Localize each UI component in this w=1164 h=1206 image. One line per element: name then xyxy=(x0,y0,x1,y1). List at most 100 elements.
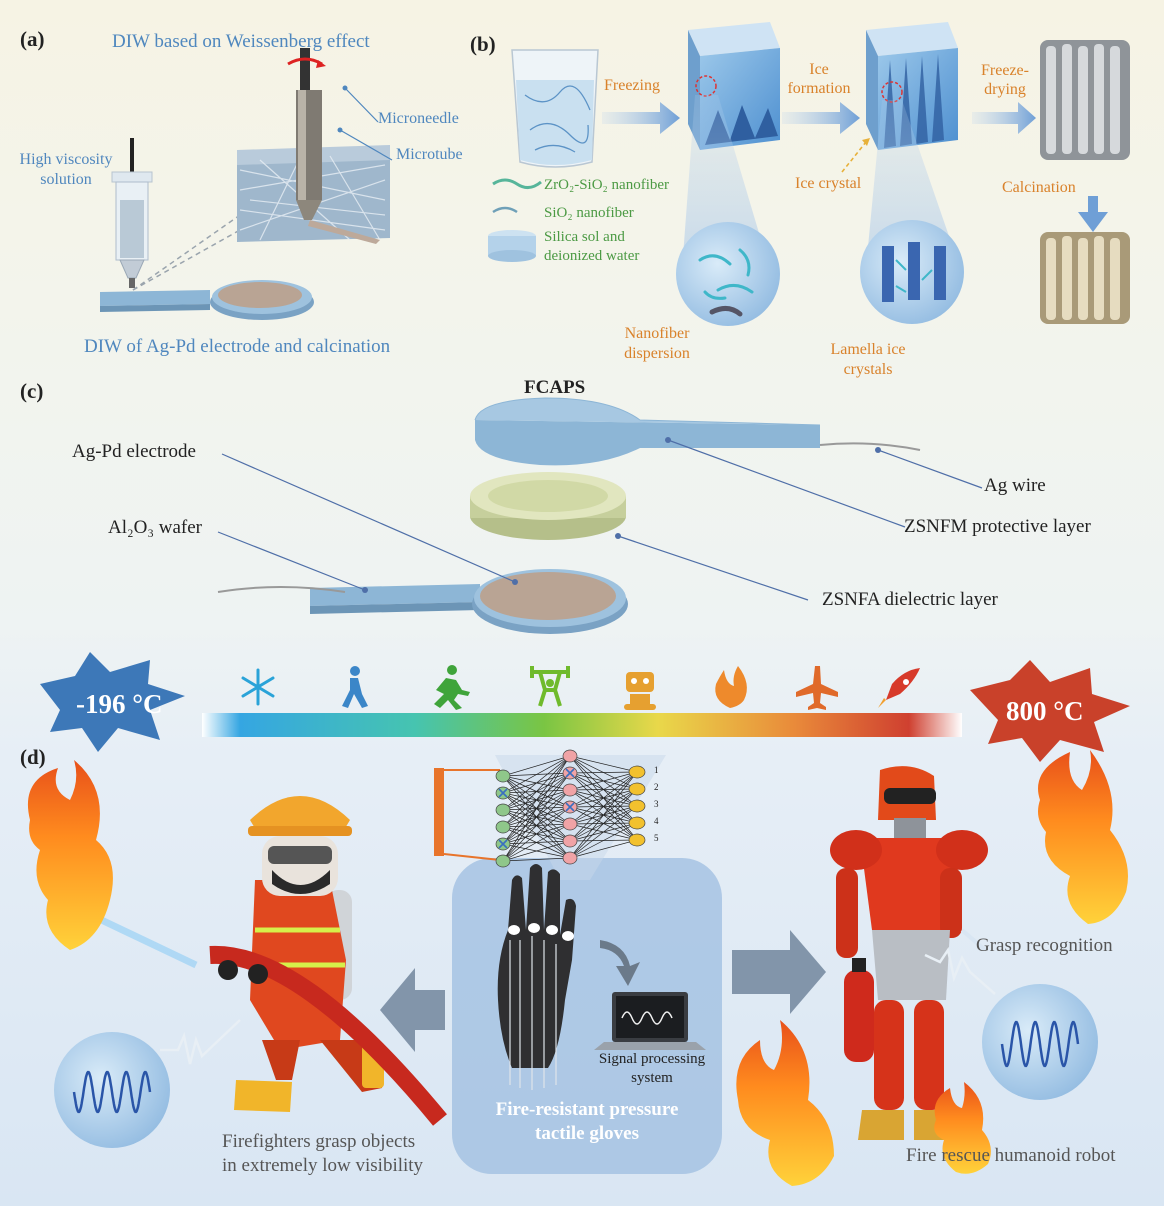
freeze-drying-line-2: drying xyxy=(984,80,1026,98)
nanofiber-dispersion-bubble xyxy=(676,222,780,326)
dropout-mark xyxy=(498,839,508,849)
neuron-node xyxy=(495,820,511,834)
diw-weissenberg-title: DIW based on Weissenberg effect xyxy=(112,31,370,52)
humanoid-robot xyxy=(830,766,988,1140)
neuron-output-label: 5 xyxy=(654,833,659,843)
arrow-to-robot xyxy=(732,930,826,1014)
walking-person-icon xyxy=(342,666,368,708)
neural-network xyxy=(434,749,646,868)
firefighter-caption-line-1: Firefighters grasp objects xyxy=(222,1131,416,1152)
glove-caption: Fire-resistant pressure tactile gloves xyxy=(462,1100,712,1144)
neuron-node xyxy=(628,765,646,779)
lamella-line-2: crystals xyxy=(843,360,893,378)
lamella-line-1: Lamella ice xyxy=(830,341,906,358)
neuron-node xyxy=(562,817,578,831)
arrow-to-firefighter xyxy=(380,968,445,1052)
sol-legend-icon xyxy=(488,230,536,262)
panel-b-graphics xyxy=(488,22,1130,326)
zsnfa-dielectric-layer xyxy=(470,472,626,540)
electrode-substrate-a xyxy=(100,280,314,320)
fcaps-title: FCAPS xyxy=(524,377,586,398)
neuron-node xyxy=(562,834,578,848)
running-person-icon xyxy=(434,665,470,710)
al2o3-wafer-label: Al₂O₃ wafer xyxy=(108,517,202,538)
leader-lines-c xyxy=(217,439,983,601)
glove-caption-line-2: tactile gloves xyxy=(535,1122,639,1144)
signal-zigzag xyxy=(924,946,996,995)
panel-label-a: (a) xyxy=(20,27,45,51)
firefighter-signal-wave xyxy=(72,1070,152,1114)
legend-zro2-sio2: ZrO₂-SiO₂ nanofiber xyxy=(544,177,670,193)
ice-formation-line-2: formation xyxy=(787,79,851,97)
legend-sol-line-2: deionized water xyxy=(544,247,640,264)
neuron-output-label: 1 xyxy=(654,765,659,775)
microtube-label: Microtube xyxy=(396,146,463,163)
panel-label-b: (b) xyxy=(470,32,496,56)
ag-pd-electrode-label: Ag-Pd electrode xyxy=(72,441,196,462)
neuron-output-label: 3 xyxy=(654,799,659,809)
high-viscosity-line-1: High viscosity xyxy=(19,151,113,168)
dropout-mark xyxy=(565,802,575,812)
ice-formation-line-1: Ice xyxy=(809,61,829,78)
firefighter xyxy=(68,796,447,1126)
legend-sol-line-1: Silica sol and xyxy=(544,229,625,245)
flame-robot-right xyxy=(934,1082,991,1174)
neuron-output-label: 4 xyxy=(654,816,659,826)
flame-icon xyxy=(715,666,747,708)
cold-temp-badge xyxy=(40,652,185,752)
freezing-label: Freezing xyxy=(604,77,660,94)
zsnfm-label: ZSNFM protective layer xyxy=(904,516,1091,537)
neuron-node xyxy=(562,783,578,797)
neuron-node xyxy=(628,833,646,847)
rocket-icon xyxy=(878,668,920,708)
arrow-ice-formation xyxy=(782,102,860,134)
panel-label-d: (d) xyxy=(20,745,46,769)
sio2-legend-icon xyxy=(492,206,518,214)
panel-label-c: (c) xyxy=(20,379,44,403)
legend-sio2: SiO₂ nanofiber xyxy=(544,205,634,221)
zsnfm-protective-layer xyxy=(474,397,921,466)
airplane-icon xyxy=(796,666,838,710)
diw-ag-pd-label: DIW of Ag-Pd electrode and calcination xyxy=(84,336,391,357)
high-viscosity-label: High viscosity solution xyxy=(6,151,126,189)
zro2-sio2-legend-icon xyxy=(492,178,542,189)
leader-microtube xyxy=(339,129,393,161)
signal-zigzag xyxy=(160,1019,241,1065)
signal-line-1: Signal processing xyxy=(598,1051,706,1067)
robot-icon xyxy=(624,672,656,710)
robot-caption: Fire rescue humanoid robot xyxy=(906,1145,1116,1166)
neuron-node xyxy=(628,782,646,796)
high-temperature-label: 800 °C xyxy=(1006,696,1084,726)
neuron-node xyxy=(628,816,646,830)
lamella-ice-label: Lamella ice crystals xyxy=(816,341,920,379)
ag-wire-label: Ag wire xyxy=(984,475,1046,496)
snowflake-icon xyxy=(241,668,275,706)
ice-formation-label: Ice formation xyxy=(784,61,854,98)
neuron-node xyxy=(495,854,511,868)
high-viscosity-line-2: solution xyxy=(40,170,92,188)
nanofiber-dispersion-label: Nanofiber dispersion xyxy=(612,325,702,363)
arrow-calcination xyxy=(1078,196,1108,232)
microneedle-label: Microneedle xyxy=(378,110,459,127)
guide-line xyxy=(132,229,241,291)
guide-line xyxy=(132,179,291,291)
panel-c-graphics xyxy=(217,397,983,634)
glove-caption-line-1: Fire-resistant pressure xyxy=(495,1099,679,1120)
neuron-node xyxy=(628,799,646,813)
nanofiber-dispersion-line-2: dispersion xyxy=(624,344,690,362)
low-temperature-label: -196 °C xyxy=(76,689,163,719)
laptop xyxy=(594,992,706,1050)
legend-sol: Silica sol and deionized water xyxy=(544,229,640,265)
weightlifting-icon xyxy=(530,666,570,707)
hot-temp-badge xyxy=(970,660,1130,762)
grasp-recognition-label: Grasp recognition xyxy=(976,935,1113,956)
ice-crystal-label: Ice crystal xyxy=(795,175,862,192)
signal-line-2: system xyxy=(631,1069,673,1086)
neuron-node xyxy=(562,851,578,865)
glove xyxy=(497,864,576,1090)
flame-robot-left xyxy=(736,1020,834,1186)
firefighter-caption: Firefighters grasp objects in extremely … xyxy=(222,1132,423,1176)
nanofiber-dispersion-line-1: Nanofiber xyxy=(624,325,690,342)
